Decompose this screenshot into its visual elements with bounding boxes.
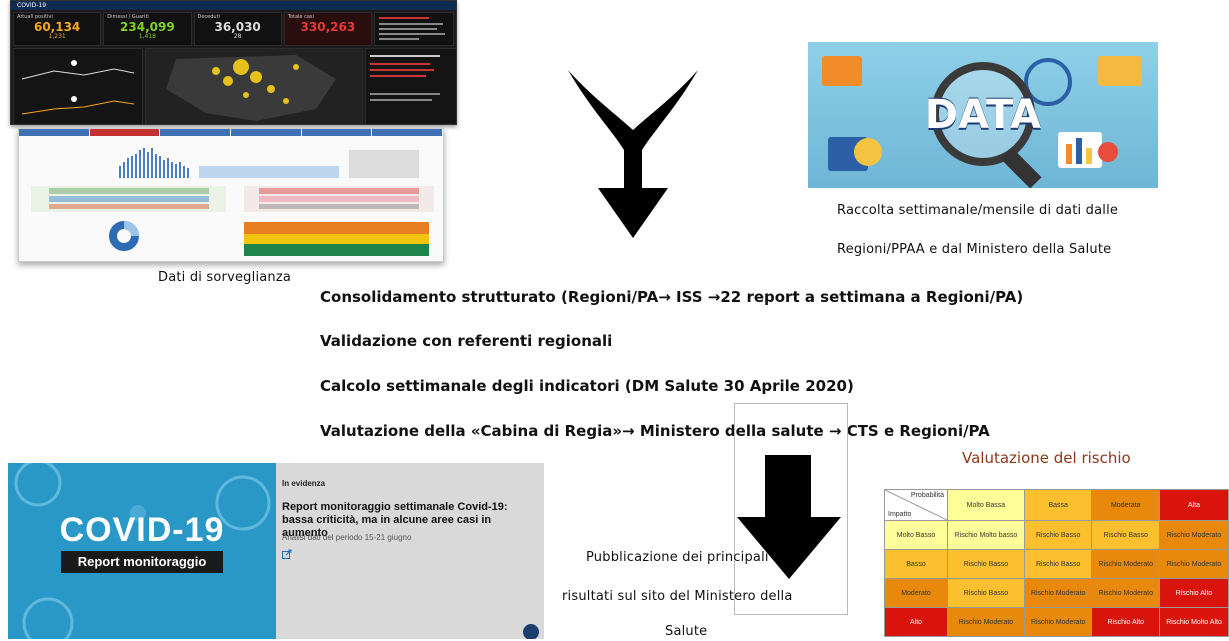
kpi-sub: 28	[233, 33, 242, 40]
dashboard-line-charts	[13, 48, 143, 124]
risk-cell: Rischio Basso	[1023, 520, 1093, 550]
collection-caption-line2: Regioni/PPAA e dal Ministero della Salut…	[837, 242, 1112, 257]
risk-column-header: Molto Bassa	[947, 489, 1025, 521]
kpi-label: Attuali positivi	[17, 14, 53, 20]
banner-brand-subtitle: Report monitoraggio	[61, 551, 223, 573]
risk-corner-probability: Probabilità	[910, 492, 944, 499]
risk-row: Alto Rischio Moderato Rischio Moderato R…	[884, 607, 1229, 637]
dashboard-kpi-row: Attuali positivi 60,134 1,231 Dimessi / …	[11, 10, 456, 48]
publication-caption-line3: Salute	[665, 624, 708, 639]
risk-header-row: Probabilità Impatto Molto Bassa Bassa Mo…	[884, 489, 1229, 521]
dashboard-side-list	[365, 48, 456, 124]
merge-arrow-icon	[568, 70, 698, 238]
ministry-report-banner: COVID-19 Report monitoraggio In evidenza…	[8, 463, 544, 639]
risk-matrix: Probabilità Impatto Molto Bassa Bassa Mo…	[884, 489, 1229, 637]
risk-cell: Rischio Moderato	[1091, 578, 1161, 608]
external-link-icon[interactable]	[282, 549, 292, 559]
collection-caption-line1: Raccolta settimanale/mensile di dati dal…	[837, 203, 1119, 218]
risk-row-header: Basso	[884, 549, 948, 579]
risk-row-header: Moderato	[884, 578, 948, 608]
kpi-value: 234,099	[120, 20, 175, 34]
data-word: DATA	[924, 92, 1042, 138]
risk-row: Basso Rischio Basso Rischio Basso Rischi…	[884, 549, 1229, 579]
kpi-card: Deceduti 36,030 28	[193, 12, 282, 46]
banner-headline-link[interactable]: Report monitoraggio settimanale Covid-19…	[282, 501, 508, 539]
risk-cell: Rischio Moderato	[947, 607, 1025, 637]
kpi-sub: 1,231	[48, 33, 66, 40]
step-indicators: Calcolo settimanale degli indicatori (DM…	[320, 377, 854, 395]
risk-cell: Rischio Basso	[947, 549, 1025, 579]
banner-news-panel: In evidenza Report monitoraggio settiman…	[280, 463, 544, 639]
virus-icon	[14, 463, 271, 639]
risk-cell: Rischio Molto Alto	[1159, 607, 1229, 637]
surveillance-report-thumbnail	[18, 128, 444, 262]
banner-brand-title: COVID-19	[59, 511, 225, 549]
step-validation: Validazione con referenti regionali	[320, 332, 613, 350]
publication-caption-line2: risultati sul sito del Ministero della	[562, 589, 793, 604]
report-charts	[31, 148, 434, 256]
risk-title: Valutazione del rischio	[962, 449, 1131, 467]
risk-cell: Rischio Basso	[947, 578, 1025, 608]
risk-row-header: Alto	[884, 607, 948, 637]
risk-row: Moderato Rischio Basso Rischio Moderato …	[884, 578, 1229, 608]
dashboard-header: COVID-19	[11, 1, 456, 10]
kpi-value: 60,134	[33, 20, 81, 34]
dashboard-title: COVID-19	[17, 2, 47, 9]
kpi-value: 36,030	[214, 20, 261, 34]
news-lines	[379, 17, 445, 40]
publication-caption-line1: Pubblicazione dei principali	[586, 550, 769, 565]
kpi-card: Totale casi 330,263	[283, 12, 372, 46]
step-consolidation: Consolidamento strutturato (Regioni/PA→ …	[320, 288, 1024, 306]
risk-column-header: Moderata	[1091, 489, 1161, 521]
dashboard-news-panel	[374, 12, 454, 46]
risk-cell: Rischio Moderato	[1159, 520, 1229, 550]
publication-frame	[734, 403, 848, 615]
risk-row-header: Molto Basso	[884, 520, 948, 550]
risk-cell: Rischio Molto basso	[947, 520, 1025, 550]
risk-corner-cell: Probabilità Impatto	[884, 489, 948, 521]
kpi-value: 330,263	[300, 20, 356, 34]
data-illustration: DATA	[808, 42, 1158, 188]
risk-cell: Rischio Alto	[1159, 578, 1229, 608]
risk-cell: Rischio Moderato	[1023, 607, 1093, 637]
risk-cell: Rischio Moderato	[1023, 578, 1093, 608]
step-cabina-di-regia: Valutazione della «Cabina di Regia»→ Min…	[320, 422, 990, 440]
risk-column-header: Alta	[1159, 489, 1229, 521]
dashboard-map	[145, 48, 363, 124]
risk-cell: Rischio Basso	[1023, 549, 1093, 579]
report-tab-bar	[19, 129, 443, 136]
kpi-sub: 1,418	[138, 33, 156, 40]
kpi-label: Totale casi	[287, 14, 314, 20]
banner-subtext: Analisi dati del periodo 15-21 giugno	[282, 533, 412, 542]
risk-cell: Rischio Alto	[1091, 607, 1161, 637]
risk-column-header: Bassa	[1023, 489, 1093, 521]
kpi-label: Deceduti	[197, 14, 220, 20]
risk-cell: Rischio Basso	[1091, 520, 1161, 550]
risk-cell: Rischio Moderato	[1159, 549, 1229, 579]
kpi-card: Dimessi / Guariti 234,099 1,418	[103, 12, 192, 46]
risk-corner-impact: Impatto	[888, 511, 912, 518]
dashboard-body	[11, 48, 456, 124]
kpi-label: Dimessi / Guariti	[107, 14, 149, 20]
down-arrow-icon	[737, 455, 841, 579]
banner-brand-panel: COVID-19 Report monitoraggio	[8, 463, 276, 639]
kpi-card: Attuali positivi 60,134 1,231	[13, 12, 102, 46]
dashboard-thumbnail: COVID-19 Attuali positivi 60,134 1,231 D…	[10, 0, 457, 125]
scroll-top-icon[interactable]	[522, 623, 540, 639]
risk-cell: Rischio Moderato	[1091, 549, 1161, 579]
banner-section-label: In evidenza	[282, 479, 326, 488]
risk-row: Molto Basso Rischio Molto basso Rischio …	[884, 520, 1229, 550]
surveillance-caption: Dati di sorveglianza	[158, 270, 292, 285]
